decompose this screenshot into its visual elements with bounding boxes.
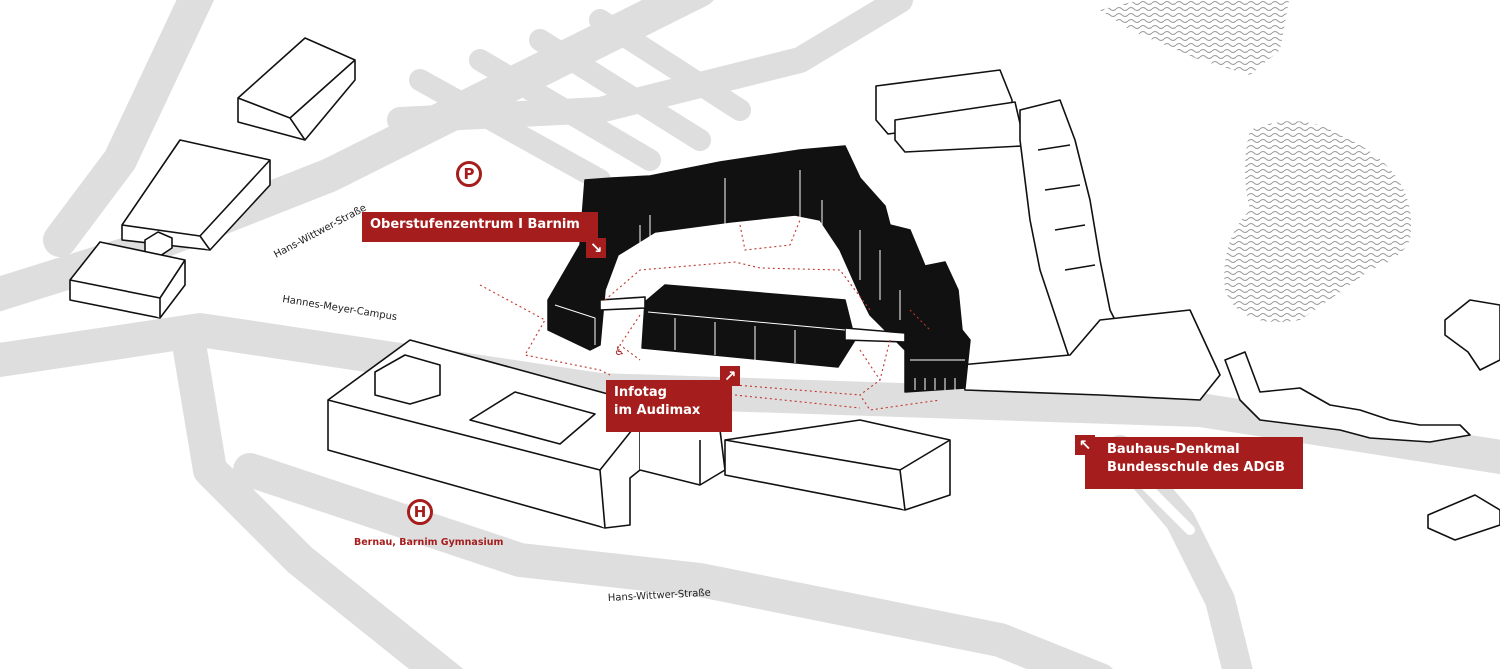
arrow-down-right-icon: ↘: [586, 238, 606, 258]
street-label-hannes-meyer: Hannes-Meyer-Campus: [282, 294, 398, 323]
facade-lines: [554, 170, 965, 390]
water-areas: [1100, 0, 1412, 322]
buildings-front: [327, 339, 951, 529]
label-oberstufenzentrum[interactable]: Oberstufenzentrum I Barnim ↘: [362, 212, 606, 258]
buildings-right: [875, 69, 1500, 541]
bus-stop-icon: H: [407, 499, 433, 525]
label-bauhaus-line1: Bauhaus-Denkmal: [1107, 442, 1240, 457]
label-bauhaus[interactable]: Bauhaus-Denkmal Bundesschule des ADGB ↖: [1075, 435, 1303, 489]
bus-stop-caption: Bernau, Barnim Gymnasium: [354, 537, 504, 548]
street-label-hans-wittwer-lower: Hans-Wittwer-Straße: [608, 588, 711, 604]
label-oberstufenzentrum-text: Oberstufenzentrum I Barnim: [370, 217, 580, 232]
label-bauhaus-line2: Bundesschule des ADGB: [1107, 460, 1285, 475]
arrow-up-right-icon: ↗: [720, 366, 740, 386]
label-infotag-line1: Infotag: [614, 385, 667, 400]
walking-paths: [479, 219, 941, 411]
wheelchair-icon: ♿: [614, 344, 625, 358]
arrow-up-left-icon: ↖: [1075, 435, 1095, 455]
parking-icon: P: [456, 161, 482, 187]
label-infotag[interactable]: Infotag im Audimax ↗: [606, 366, 740, 432]
street-label-hans-wittwer-upper: Hans-Wittwer-Straße: [272, 203, 368, 261]
label-infotag-line2: im Audimax: [614, 403, 701, 418]
school-complex-dark: [547, 145, 971, 393]
buildings-left: [69, 37, 356, 319]
